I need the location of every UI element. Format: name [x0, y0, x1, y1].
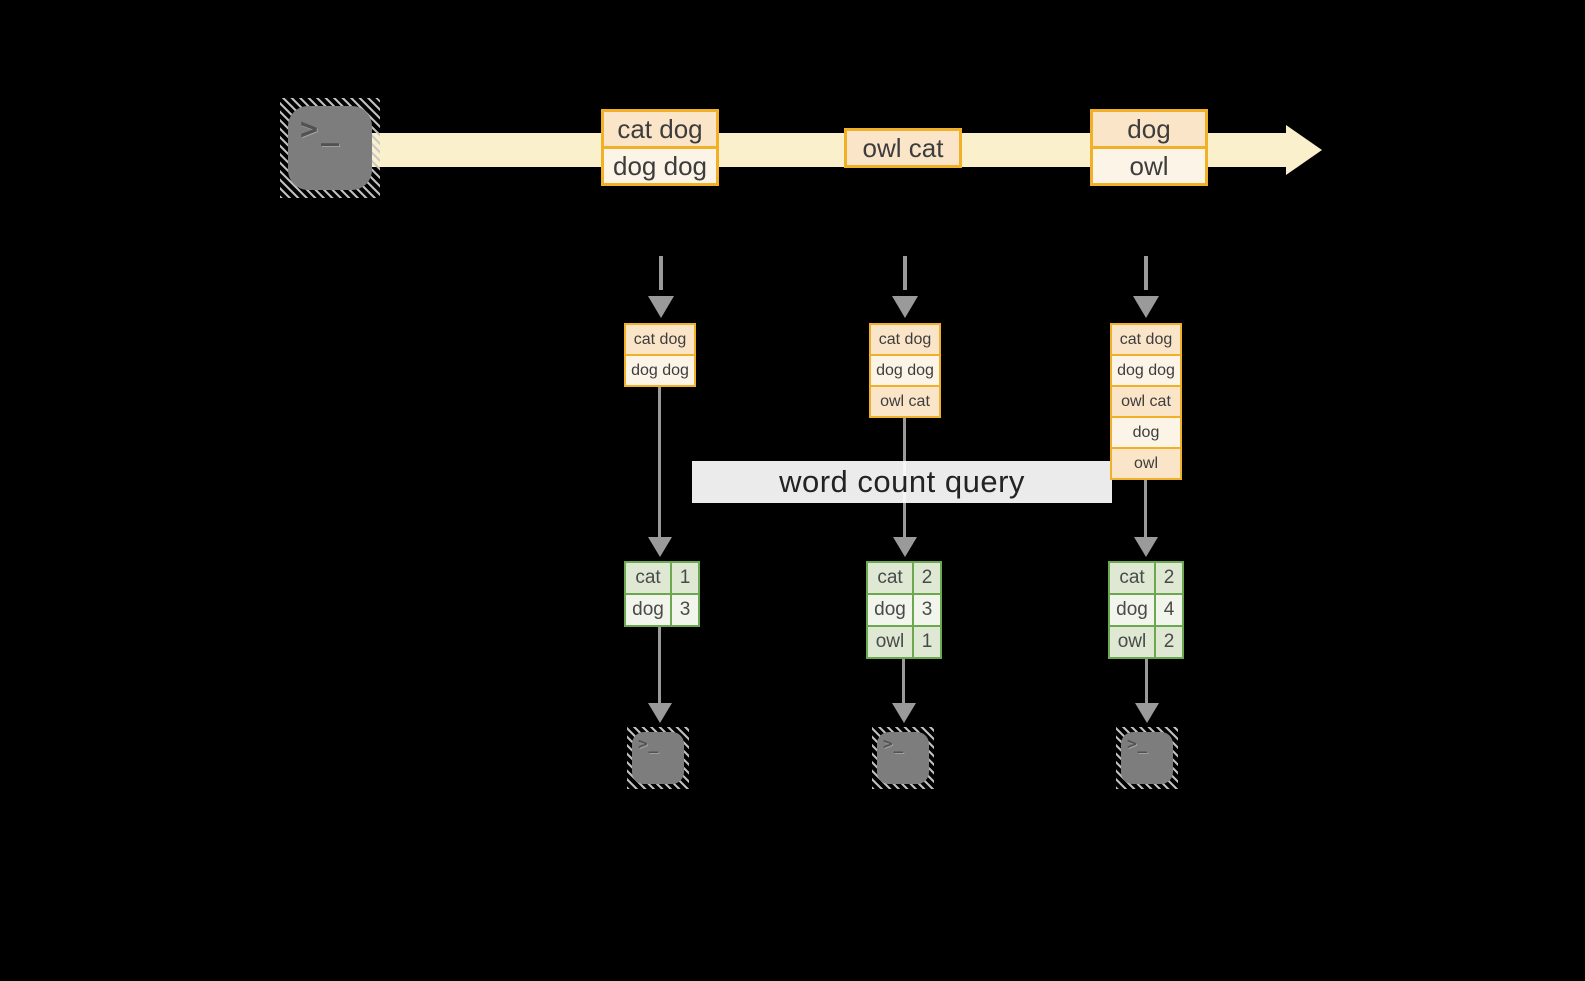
count-cell: 2	[1156, 563, 1182, 593]
buffer-row: dog	[1112, 418, 1180, 447]
terminal-prompt-glyph: >_	[300, 112, 343, 147]
buffer-box-3: cat dog dog dog owl cat dog owl	[1110, 323, 1182, 480]
stream-record-cell: owl cat	[847, 131, 959, 165]
count-table-2: cat 2 dog 3 owl 1	[866, 561, 942, 659]
sink-connector-arrow	[1145, 659, 1148, 703]
count-cell: 1	[914, 627, 940, 657]
buffer-row: owl cat	[1112, 387, 1180, 416]
buffer-row: cat dog	[1112, 325, 1180, 354]
source-terminal-icon: >_	[280, 98, 380, 198]
buffer-row: dog dog	[626, 356, 694, 385]
query-connector-arrow	[658, 387, 661, 537]
buffer-box-1: cat dog dog dog	[624, 323, 696, 387]
sink-arrowhead-icon	[892, 703, 916, 723]
ingest-dashed-arrow	[903, 256, 907, 290]
terminal-screen	[632, 732, 684, 784]
ingest-arrowhead-icon	[648, 296, 674, 318]
sink-connector-arrow	[902, 659, 905, 703]
word-cell: owl	[868, 627, 912, 657]
buffer-row: dog dog	[1112, 356, 1180, 385]
query-arrowhead-icon	[648, 537, 672, 557]
ingest-arrowhead-icon	[1133, 296, 1159, 318]
count-cell: 3	[672, 595, 698, 625]
query-arrowhead-icon	[1134, 537, 1158, 557]
terminal-prompt-glyph: >_	[638, 734, 660, 753]
stream-record-cell: owl	[1093, 149, 1205, 183]
stream-record-cell: cat dog	[604, 112, 716, 146]
word-cell: dog	[1110, 595, 1154, 625]
count-table-3: cat 2 dog 4 owl 2	[1108, 561, 1184, 659]
count-cell: 3	[914, 595, 940, 625]
buffer-box-2: cat dog dog dog owl cat	[869, 323, 941, 418]
word-cell: cat	[626, 563, 670, 593]
count-cell: 4	[1156, 595, 1182, 625]
ingest-dashed-arrow	[659, 256, 663, 290]
sink-terminal-icon: >_	[1116, 727, 1178, 789]
word-cell: dog	[868, 595, 912, 625]
ingest-arrowhead-icon	[892, 296, 918, 318]
stream-record-cell: dog dog	[604, 149, 716, 183]
word-cell: owl	[1110, 627, 1154, 657]
buffer-row: owl cat	[871, 387, 939, 416]
terminal-screen	[877, 732, 929, 784]
count-cell: 2	[1156, 627, 1182, 657]
buffer-row: cat dog	[626, 325, 694, 354]
stream-record-group-2: owl cat	[844, 128, 962, 168]
ingest-dashed-arrow	[1144, 256, 1148, 290]
stream-record-group-1: cat dog dog dog	[601, 109, 719, 186]
terminal-prompt-glyph: >_	[883, 734, 905, 753]
stream-record-cell: dog	[1093, 112, 1205, 146]
buffer-row: dog dog	[871, 356, 939, 385]
count-table-1: cat 1 dog 3	[624, 561, 700, 627]
stream-record-group-3: dog owl	[1090, 109, 1208, 186]
query-connector-arrow	[1144, 480, 1147, 537]
count-cell: 1	[672, 563, 698, 593]
sink-arrowhead-icon	[648, 703, 672, 723]
terminal-screen	[1121, 732, 1173, 784]
terminal-prompt-glyph: >_	[1127, 734, 1149, 753]
word-cell: dog	[626, 595, 670, 625]
word-cell: cat	[868, 563, 912, 593]
terminal-screen	[288, 106, 372, 190]
query-banner: word count query	[692, 461, 1112, 503]
count-cell: 2	[914, 563, 940, 593]
sink-arrowhead-icon	[1135, 703, 1159, 723]
sink-connector-arrow	[658, 627, 661, 703]
sink-terminal-icon: >_	[872, 727, 934, 789]
buffer-row: cat dog	[871, 325, 939, 354]
stream-arrowhead-icon	[1286, 125, 1322, 175]
buffer-row: owl	[1112, 449, 1180, 478]
query-arrowhead-icon	[893, 537, 917, 557]
word-cell: cat	[1110, 563, 1154, 593]
sink-terminal-icon: >_	[627, 727, 689, 789]
